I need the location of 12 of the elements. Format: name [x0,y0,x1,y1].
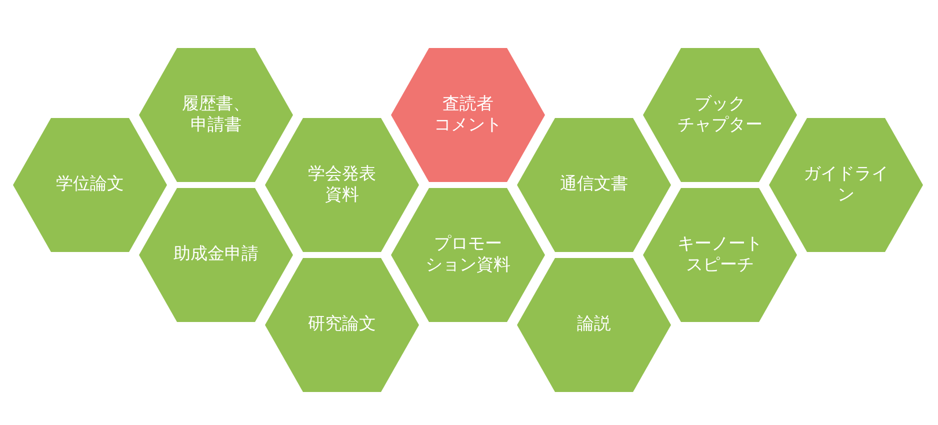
hexagon-label: 学位論文 [56,174,124,196]
hexagon-label: 助成金申請 [174,244,258,266]
hexagon-label: 履歴書、申請書 [182,94,250,136]
hexagon-label: 研究論文 [308,314,376,336]
hexagon-label: プロモーション資料 [426,234,510,276]
hexagon-label: 学会発表資料 [308,164,376,206]
hexagon-label: 査読者コメント [434,94,502,136]
hexagon-label: キーノートスピーチ [678,234,762,276]
hexagon-label: ガイドライン [804,164,888,206]
hexagon-label: 通信文書 [560,174,628,196]
hexagon-label: ブックチャプター [678,94,762,136]
hexagon-label: 論説 [577,314,611,336]
